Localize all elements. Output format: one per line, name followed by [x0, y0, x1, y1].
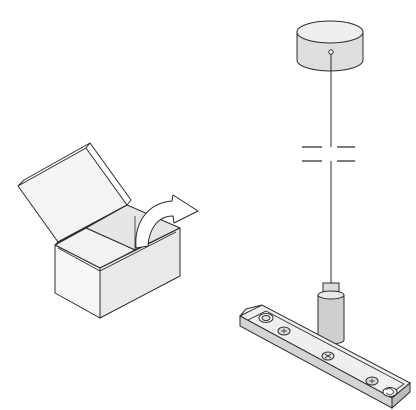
cable-break-mark: [302, 146, 355, 162]
plate-screw-2: [321, 351, 335, 361]
ceiling-fixture: [238, 20, 411, 410]
plate-screw-1: [277, 326, 291, 336]
box-back-flap-edge: [17, 142, 91, 187]
canopy-cable-hole: [328, 49, 334, 55]
open-box: [17, 142, 181, 319]
plate-hole-right: [382, 387, 398, 397]
ceiling-canopy: [296, 20, 364, 72]
unpack-arrow-body: [135, 194, 199, 249]
unpack-arrow: [135, 194, 199, 249]
plate-screws: [258, 313, 398, 397]
box-front-right-wall: [99, 227, 181, 319]
plate-hole-left: [258, 313, 274, 323]
cable-gripper: [317, 282, 345, 345]
plate-screw-3: [365, 376, 379, 386]
